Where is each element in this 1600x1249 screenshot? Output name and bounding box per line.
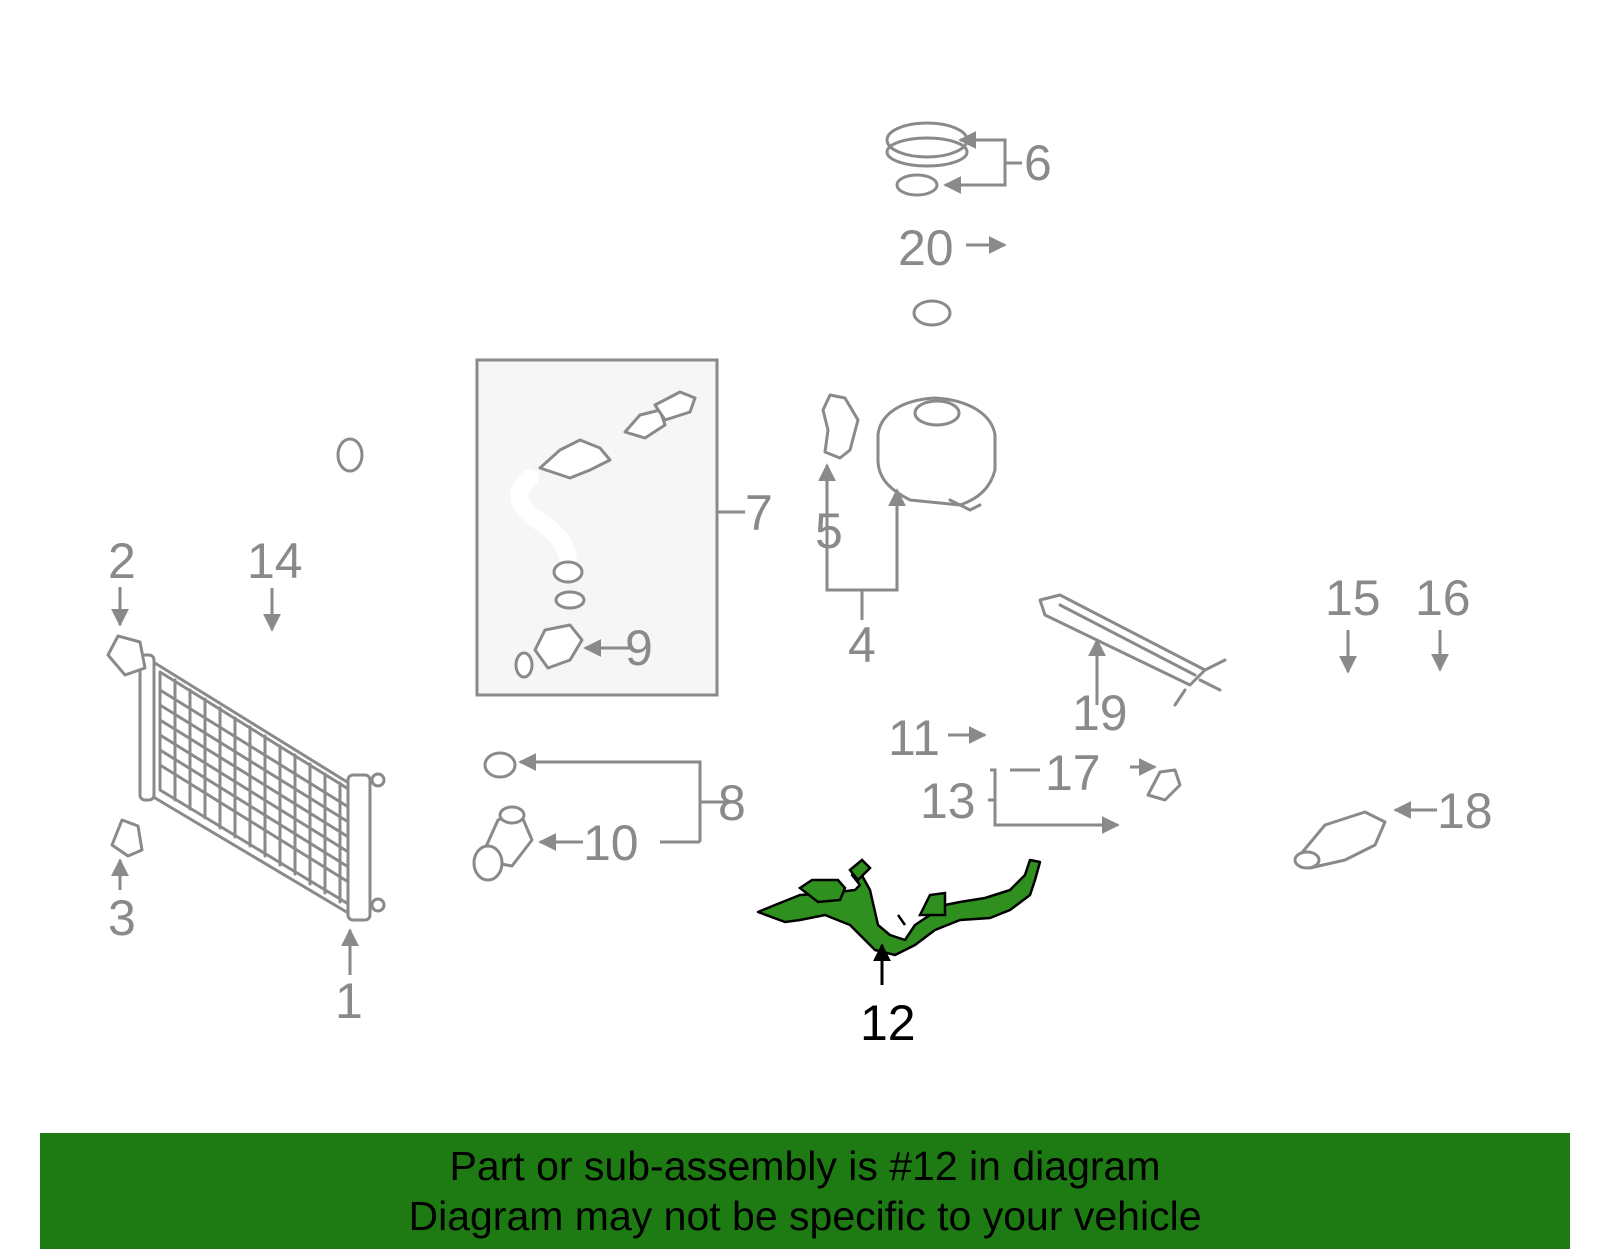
callout-10: 10 (583, 815, 639, 871)
hose-13-part (1088, 836, 1137, 932)
callout-3: 3 (108, 890, 136, 946)
hose-8-end (483, 751, 517, 779)
parts-diagram: 1 2 3 4 5 6 7 8 9 10 11 12 13 14 15 16 1… (106, 121, 1493, 1051)
callout-20: 20 (898, 220, 954, 276)
hose-8-core (309, 445, 514, 775)
callout-17: 17 (1045, 745, 1101, 801)
callout-19: 19 (1072, 685, 1128, 741)
callout-8: 8 (718, 775, 746, 831)
leader-lines (111, 131, 1449, 985)
bracket-upper-part (106, 634, 147, 677)
hose-15-part (1208, 688, 1387, 814)
callout-6: 6 (1024, 135, 1052, 191)
callout-12: 12 (860, 995, 916, 1051)
reservoir-cap-part (885, 121, 969, 159)
hose-8-top-end (336, 437, 364, 473)
callout-9: 9 (625, 620, 653, 676)
callout-1: 1 (335, 973, 363, 1029)
cap-seal-part (895, 173, 939, 197)
callout-2: 2 (108, 533, 136, 589)
pipe-19-part (1038, 593, 1227, 707)
thermostat-housing-part (472, 805, 534, 882)
callout-13: 13 (920, 773, 976, 829)
callout-16: 16 (1415, 570, 1471, 626)
radiator-part (138, 653, 386, 922)
callout-4: 4 (848, 617, 876, 673)
banner-line-disclaimer: Diagram may not be specific to your vehi… (408, 1193, 1202, 1239)
banner-line-part-number: Part or sub-assembly is #12 in diagram (449, 1143, 1161, 1189)
callout-5: 5 (815, 503, 843, 559)
hose-14-core (231, 586, 399, 669)
callout-14: 14 (247, 533, 303, 589)
reservoir-bracket-part (821, 393, 860, 460)
callout-11: 11 (888, 710, 940, 766)
info-banner: Part or sub-assembly is #12 in diagram D… (40, 1133, 1570, 1249)
hose-kit-7-part (510, 390, 697, 679)
callout-15: 15 (1325, 570, 1381, 626)
callout-18: 18 (1437, 783, 1493, 839)
sensor-17-part (1146, 768, 1182, 802)
callout-7: 7 (745, 485, 773, 541)
bracket-lower-part (110, 818, 144, 858)
hose-20-end (912, 299, 952, 327)
reservoir-cap-rim (885, 136, 969, 168)
coolant-pipe-12-highlighted-part (756, 858, 1042, 957)
pump-18-outlet (1293, 850, 1321, 870)
